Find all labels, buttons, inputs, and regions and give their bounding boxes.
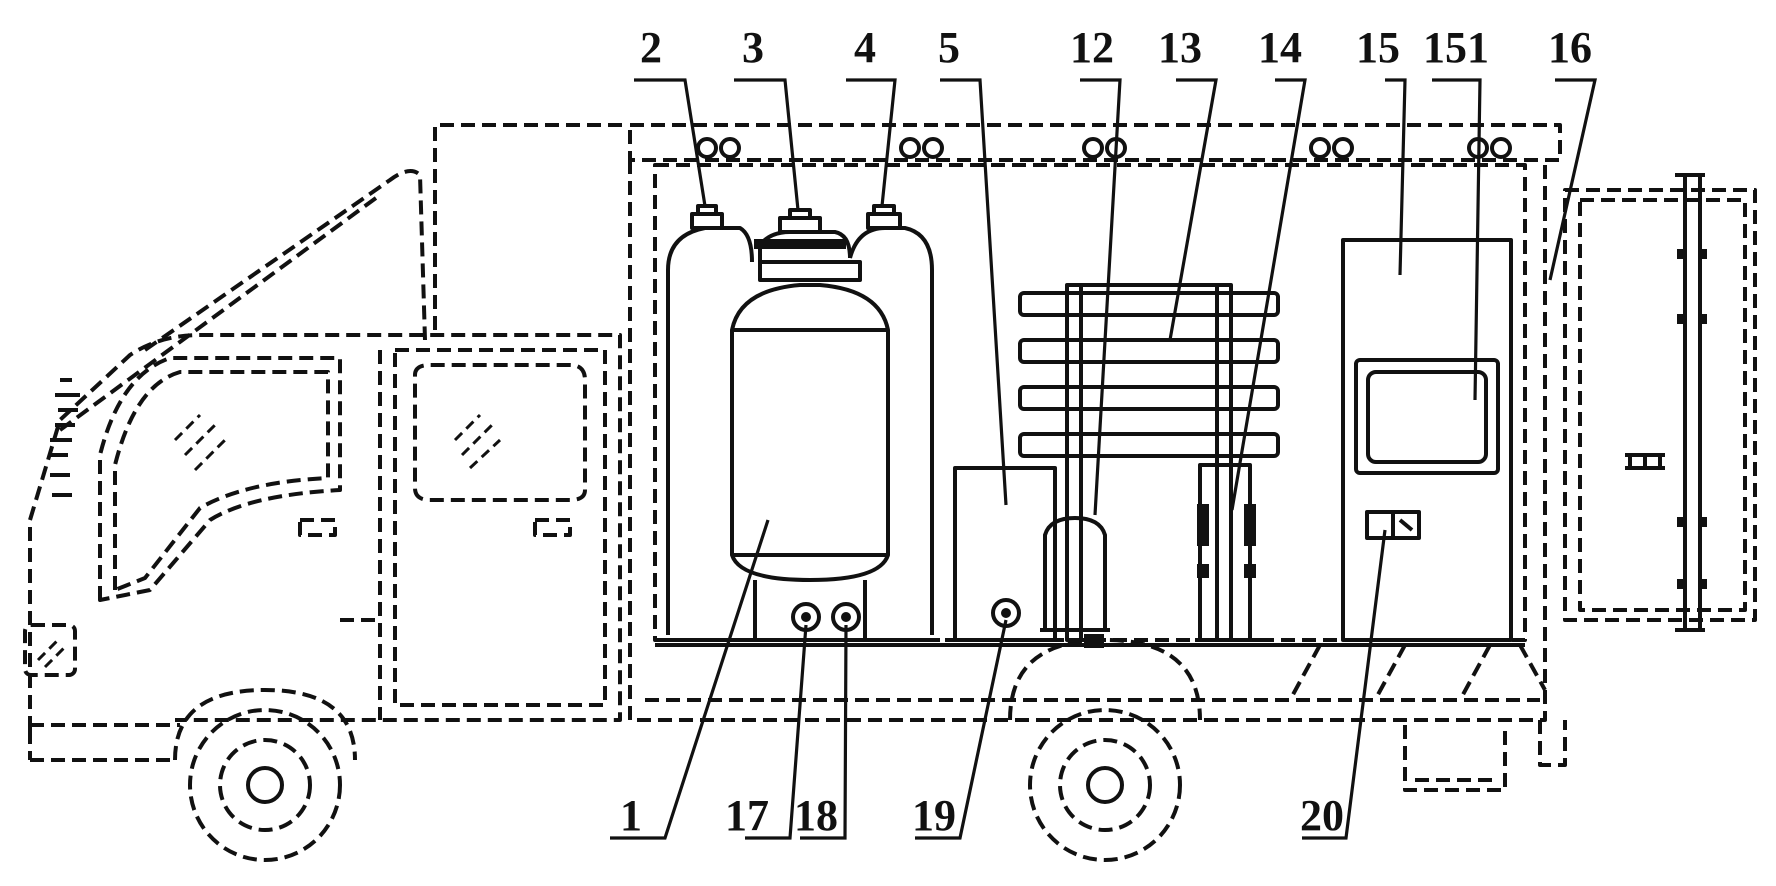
truck-cab (23, 123, 625, 762)
cylinder-2 (666, 204, 754, 635)
label-2: 2 (640, 23, 662, 72)
label-151: 151 (1423, 23, 1489, 72)
cylinder-3 (754, 208, 852, 262)
pump-18-center (841, 612, 851, 622)
label-5: 5 (938, 23, 960, 72)
leader-lines (610, 78, 1597, 840)
rear-wheel (1008, 638, 1202, 862)
pump-17-center (801, 612, 811, 622)
control-cabinet-15 (1341, 238, 1513, 642)
rear-door (1563, 173, 1757, 632)
label-1: 1 (620, 791, 642, 840)
label-13: 13 (1158, 23, 1202, 72)
callout-labels: 2 3 4 5 12 13 14 15 151 16 1 17 18 19 20 (620, 23, 1592, 840)
tank-1 (660, 260, 940, 642)
label-4: 4 (854, 23, 876, 72)
cargo-box (628, 123, 1567, 792)
membrane-rack-13 (1018, 283, 1280, 642)
label-18: 18 (794, 791, 838, 840)
filter-12 (1040, 516, 1110, 648)
front-wheel (173, 688, 357, 862)
label-19: 19 (912, 791, 956, 840)
label-17: 17 (725, 791, 769, 840)
side-mirror (23, 623, 77, 677)
roof-vents (696, 137, 1512, 159)
cylinder-4 (848, 204, 934, 635)
label-14: 14 (1258, 23, 1302, 72)
cab-door (393, 348, 607, 707)
label-12: 12 (1070, 23, 1114, 72)
label-20: 20 (1300, 791, 1344, 840)
label-15: 15 (1356, 23, 1400, 72)
pump-14 (1195, 463, 1260, 642)
label-3: 3 (742, 23, 764, 72)
label-16: 16 (1548, 23, 1592, 72)
windshield (98, 356, 342, 602)
